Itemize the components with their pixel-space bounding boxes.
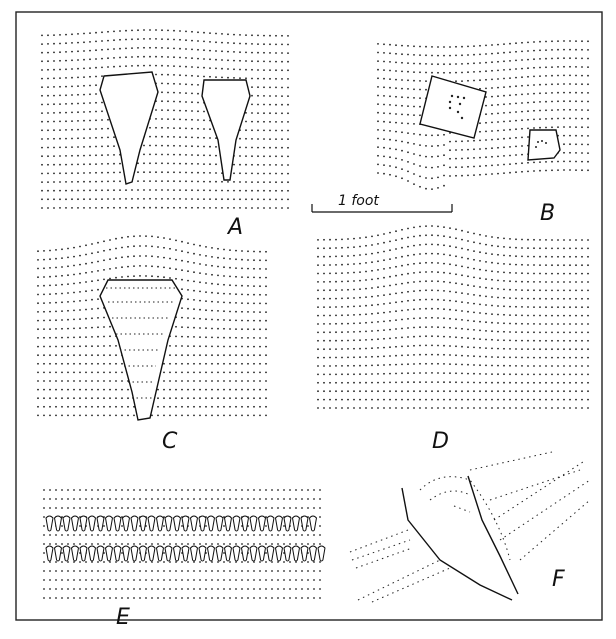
scale-bar-label: 1 foot <box>338 193 379 209</box>
panel-label-f: F <box>552 567 565 592</box>
panel-label-c: C <box>162 429 178 454</box>
panel-label-e: E <box>116 605 130 630</box>
panel-label-d: D <box>432 429 449 454</box>
panel-label-b: B <box>540 201 555 226</box>
block-shape-b2 <box>528 130 560 160</box>
panel-label-a: A <box>226 215 243 240</box>
